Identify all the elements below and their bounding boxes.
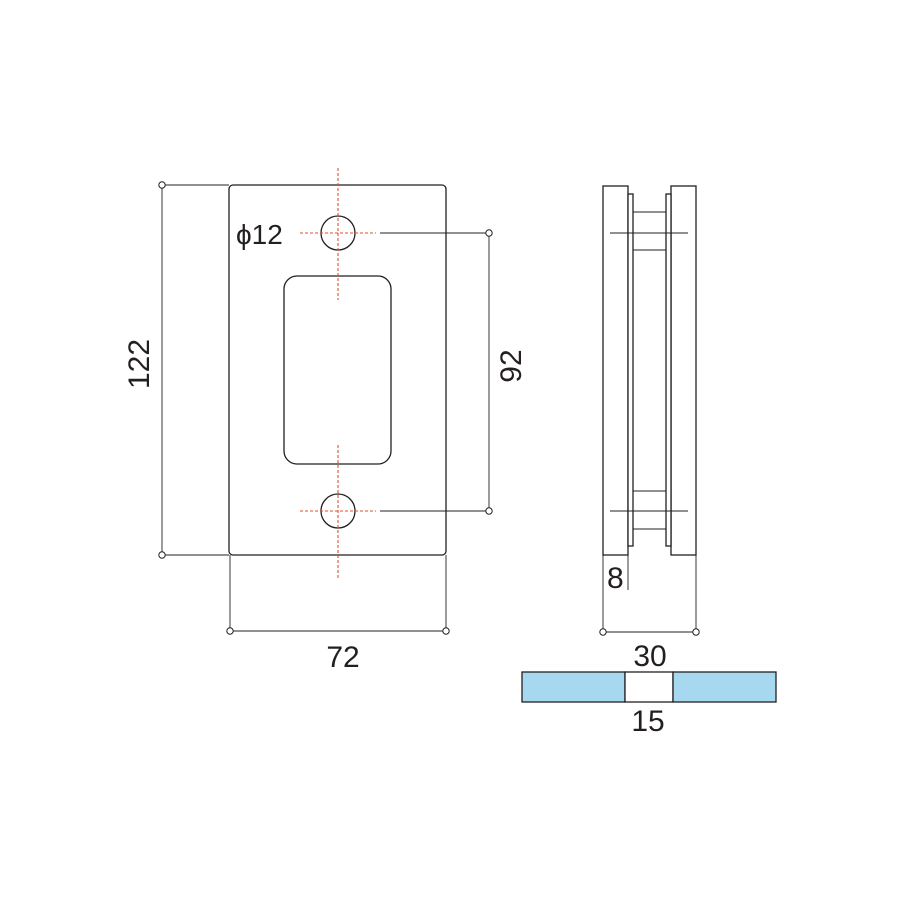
side-left-plate xyxy=(602,185,629,556)
glass-right-panel xyxy=(672,671,777,703)
glass-section: 15 xyxy=(521,671,777,738)
side-right-plate xyxy=(670,185,697,556)
height-dimension: 122 xyxy=(123,181,229,559)
depth-dimension-label: 30 xyxy=(633,640,666,673)
hole-spacing-label: 92 xyxy=(495,349,528,382)
hole-diameter-label: ϕ12 xyxy=(236,219,283,250)
side-right-gasket xyxy=(665,193,672,547)
hole-spacing-dimension: 92 xyxy=(380,229,528,515)
side-left-gasket xyxy=(627,193,634,547)
glass-gap xyxy=(624,671,674,703)
glass-thickness-label: 15 xyxy=(631,705,664,738)
center-slot xyxy=(283,275,392,465)
width-dimension: 72 xyxy=(226,555,450,674)
height-dimension-label: 122 xyxy=(123,339,156,389)
plate-thickness-label: 8 xyxy=(607,562,624,595)
width-dimension-label: 72 xyxy=(326,641,359,674)
front-view: 122 92 72 ϕ12 xyxy=(123,168,528,674)
glass-left-panel xyxy=(521,671,626,703)
depth-dimension: 30 xyxy=(599,555,700,673)
side-view: 30 8 xyxy=(599,185,700,673)
